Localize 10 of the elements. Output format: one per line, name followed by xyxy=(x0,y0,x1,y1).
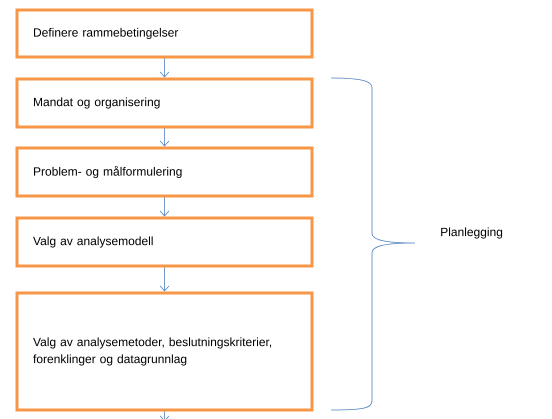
brace-label: Planlegging xyxy=(441,227,502,239)
process-box: Problem- og målformulering xyxy=(16,146,314,198)
process-box: Valg av analysemetoder, beslutningskriterier, forenklinger og datagrunnlag xyxy=(16,292,314,412)
arrow xyxy=(160,267,170,292)
process-box: Definere rammebetingelser xyxy=(16,8,314,58)
arrow xyxy=(160,128,170,146)
arrow xyxy=(160,58,170,78)
arrow xyxy=(160,197,170,216)
process-box: Valg av analysemodell xyxy=(16,216,314,268)
process-box: Mandat og organisering xyxy=(16,78,314,128)
